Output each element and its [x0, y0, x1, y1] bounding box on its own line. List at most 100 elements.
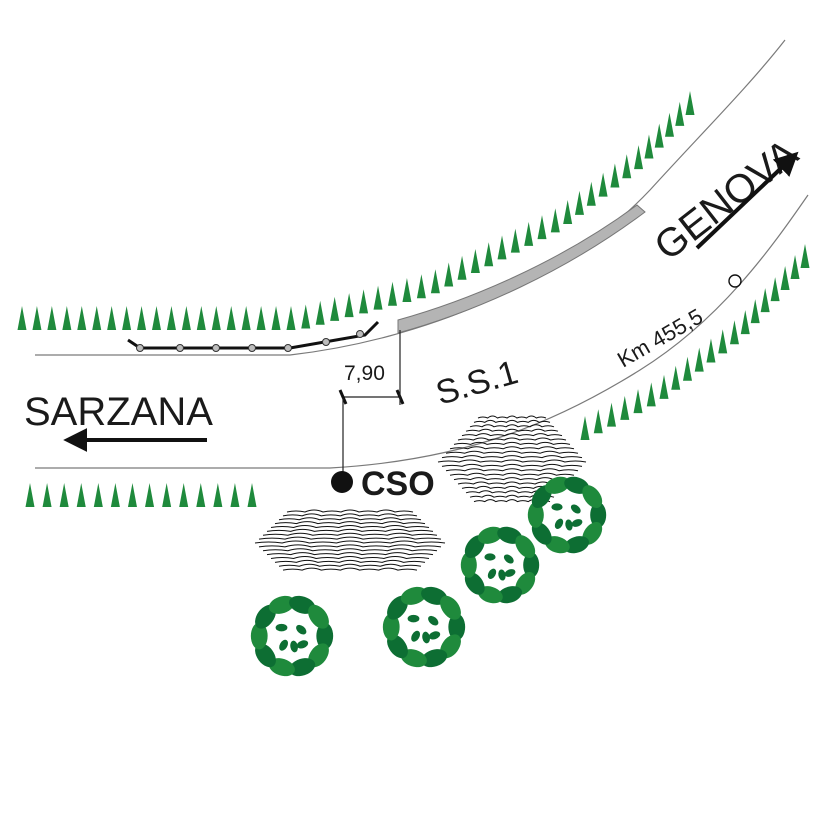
grass-tuft-icon	[760, 288, 770, 313]
grass-tuft-icon	[510, 228, 520, 253]
grass-tuft-icon	[671, 365, 681, 390]
grass-tuft-icon	[586, 181, 596, 206]
right-destination-label: GENOVA	[646, 131, 806, 269]
grass-tuft-icon	[344, 293, 354, 318]
grass-tuft-icon	[271, 306, 281, 330]
grass-tuft-icon	[574, 190, 584, 215]
grass-tuft-icon	[47, 306, 57, 330]
grass-tuft-icon	[770, 277, 780, 302]
grass-tuft-icon	[633, 389, 643, 414]
grass-tuft-icon	[151, 306, 161, 330]
grass-tuft-icon	[145, 483, 155, 507]
tree-icon	[527, 476, 607, 554]
left-destination-label: SARZANA	[24, 390, 213, 434]
grass-tuft-icon	[646, 382, 656, 407]
grass-tuft-icon	[359, 289, 369, 314]
grass-tuft-icon	[330, 296, 340, 321]
grass-tuft-icon	[25, 483, 35, 507]
grass-tuft-icon	[213, 483, 223, 507]
grass-tuft-icon	[800, 244, 810, 268]
grass-tuft-icon	[76, 483, 86, 507]
grass-tuft-icon	[580, 416, 590, 440]
grass-tuft-icon	[729, 320, 739, 345]
grass-tuft-icon	[181, 306, 191, 330]
grass-tuft-icon	[497, 235, 507, 260]
shrub-hatch-left	[254, 509, 446, 571]
vegetation-lower-right-strip	[580, 244, 810, 440]
vegetation-upper-strip	[17, 91, 695, 330]
grass-tuft-icon	[93, 483, 103, 507]
grass-tuft-icon	[196, 483, 206, 507]
grass-tuft-icon	[127, 483, 137, 507]
grass-tuft-icon	[654, 123, 664, 148]
grass-tuft-icon	[387, 281, 397, 306]
grass-tuft-icon	[315, 300, 325, 325]
grass-tuft-icon	[241, 306, 251, 330]
road-bottom-edge	[35, 194, 809, 469]
grass-tuft-icon	[607, 402, 617, 427]
grass-tuft-icon	[166, 306, 176, 330]
tree-icon	[460, 526, 540, 604]
grass-tuft-icon	[790, 255, 800, 280]
grass-tuft-icon	[286, 306, 296, 330]
grass-tuft-icon	[610, 163, 620, 188]
grass-tuft-icon	[593, 409, 603, 434]
grass-tuft-icon	[620, 395, 630, 420]
grass-tuft-icon	[17, 306, 27, 330]
grass-tuft-icon	[32, 306, 42, 330]
grass-tuft-icon	[110, 483, 120, 507]
grass-tuft-icon	[62, 306, 72, 330]
kilometer-marker-icon	[728, 274, 742, 288]
grass-tuft-icon	[470, 248, 480, 273]
station-marker-icon	[331, 471, 353, 493]
grass-tuft-icon	[740, 310, 750, 335]
grass-tuft-icon	[457, 255, 467, 280]
distance-dimension	[338, 330, 405, 478]
grass-tuft-icon	[430, 269, 440, 294]
tree-icon	[382, 586, 466, 668]
grass-tuft-icon	[780, 266, 790, 291]
grass-tuft-icon	[211, 306, 221, 330]
grass-tuft-icon	[750, 299, 760, 324]
grass-tuft-icon	[179, 483, 189, 507]
guardrail-left	[127, 320, 380, 352]
right-direction-arrow-icon	[695, 151, 799, 250]
grass-tuft-icon	[598, 172, 608, 197]
grass-tuft-icon	[550, 208, 560, 233]
grass-tuft-icon	[416, 274, 426, 299]
grass-tuft-icon	[644, 134, 654, 159]
grass-tuft-icon	[537, 215, 547, 240]
tree-icon	[250, 595, 334, 677]
grass-tuft-icon	[694, 347, 704, 372]
grass-tuft-icon	[59, 483, 69, 507]
distance-label: 7,90	[344, 362, 385, 385]
guardrail-right-barrier	[397, 204, 646, 334]
station-label: CSO	[361, 465, 435, 503]
grass-tuft-icon	[196, 306, 206, 330]
tree-group	[250, 476, 607, 677]
grass-tuft-icon	[373, 285, 383, 310]
grass-tuft-icon	[675, 101, 685, 126]
vegetation-lower-left-strip	[25, 483, 257, 507]
grass-tuft-icon	[682, 356, 692, 381]
grass-tuft-icon	[42, 483, 52, 507]
road-top-edge	[35, 39, 786, 356]
grass-tuft-icon	[77, 306, 87, 330]
grass-tuft-icon	[524, 221, 534, 246]
grass-tuft-icon	[706, 338, 716, 363]
grass-tuft-icon	[634, 145, 644, 170]
grass-tuft-icon	[247, 483, 257, 507]
grass-tuft-icon	[137, 306, 147, 330]
road-name-label: S.S.1	[432, 353, 522, 412]
grass-tuft-icon	[402, 278, 412, 303]
grass-tuft-icon	[107, 306, 117, 330]
grass-tuft-icon	[301, 304, 311, 329]
grass-tuft-icon	[92, 306, 102, 330]
grass-tuft-icon	[444, 262, 454, 287]
grass-tuft-icon	[718, 329, 728, 354]
grass-tuft-icon	[685, 91, 695, 115]
grass-tuft-icon	[256, 306, 266, 330]
grass-tuft-icon	[659, 374, 669, 399]
kilometer-label: Km 455,5	[613, 304, 707, 373]
